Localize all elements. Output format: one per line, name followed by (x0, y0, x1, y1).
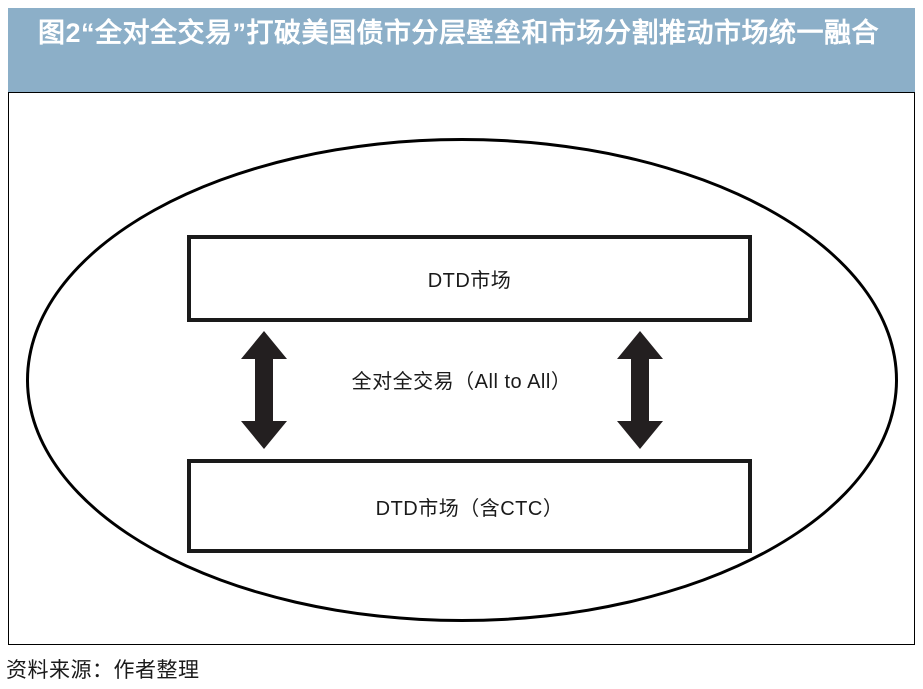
box-dtd-market-with-ctc: DTD市场（含CTC） (187, 459, 752, 553)
box-dtd-market: DTD市场 (187, 235, 752, 322)
figure-title-line-1: “全对全交易”打破美国债市分层壁垒和市场分割推 (81, 18, 687, 48)
unified-market-ellipse (26, 138, 898, 622)
double-arrow-right-icon (617, 331, 663, 449)
diagram-canvas: DTD市场 DTD市场（含CTC） 全对全交易（All to All） (9, 93, 914, 644)
figure-title: 图2“全对全交易”打破美国债市分层壁垒和市场分割推动市场统一融合 (38, 14, 923, 52)
figure-frame: DTD市场 DTD市场（含CTC） 全对全交易（All to All） (8, 92, 915, 645)
source-note: 资料来源：作者整理 (6, 659, 200, 682)
box-dtd-market-with-ctc-label: DTD市场（含CTC） (375, 497, 564, 520)
double-arrow-left-icon (241, 331, 287, 449)
figure-number-label: 图2 (38, 18, 82, 48)
center-caption-all-to-all: 全对全交易（All to All） (351, 371, 572, 393)
figure-title-bar: 图2“全对全交易”打破美国债市分层壁垒和市场分割推动市场统一融合 (8, 8, 915, 92)
figure-title-line-2: 动市场统一融合 (686, 18, 880, 48)
box-dtd-market-label: DTD市场 (427, 270, 512, 292)
